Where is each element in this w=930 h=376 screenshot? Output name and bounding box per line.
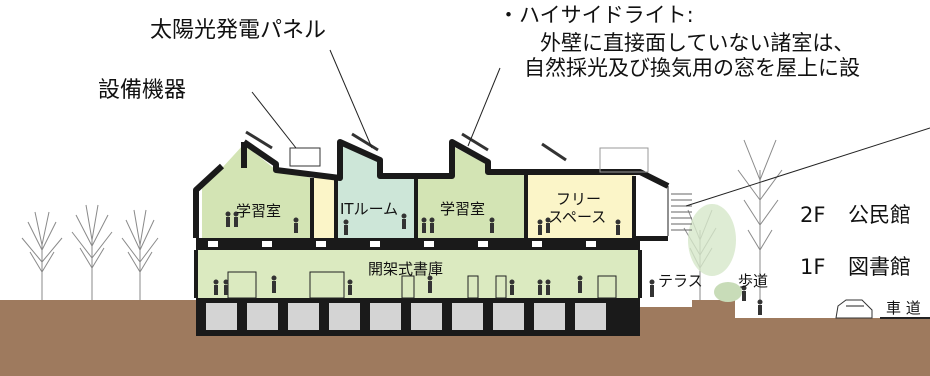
floor-1f-name: 図書館 bbox=[848, 255, 911, 279]
equipment-label: 設備機器 bbox=[98, 78, 186, 103]
roof-structure-right bbox=[599, 147, 649, 173]
sidewalk-label: 歩道 bbox=[738, 272, 768, 290]
floor-slab-2f bbox=[196, 238, 640, 250]
highside-title: ・ハイサイドライト: bbox=[498, 3, 694, 27]
floor-2f: 2F bbox=[800, 203, 825, 227]
room-label-it: ITルーム bbox=[340, 200, 398, 218]
study-room-2-area bbox=[416, 146, 526, 238]
room-label-free-2: スペース bbox=[548, 208, 606, 226]
solar-panels bbox=[245, 130, 567, 162]
interior-walls bbox=[194, 174, 642, 298]
solar-panel-label: 太陽光発電パネル bbox=[150, 18, 326, 43]
roadway-label: 車 道 bbox=[886, 299, 921, 317]
trees-left bbox=[21, 204, 159, 300]
floor-2f-name: 公民館 bbox=[848, 203, 911, 227]
floor-1f: 1F bbox=[800, 255, 825, 279]
slab-cells bbox=[208, 241, 596, 247]
foundation-cells bbox=[206, 303, 606, 330]
leader-lines bbox=[251, 49, 930, 207]
shrub bbox=[688, 204, 736, 276]
people bbox=[213, 211, 763, 315]
highside-line-1: 外壁に直接面していない諸室は、 bbox=[540, 31, 854, 55]
corridor-yellow bbox=[312, 178, 336, 238]
it-room-upper bbox=[342, 143, 380, 178]
ground bbox=[0, 300, 930, 376]
car-icon bbox=[835, 299, 873, 319]
shrub bbox=[714, 282, 742, 302]
room-label-study-1: 学習室 bbox=[236, 202, 281, 220]
open-stacks-area bbox=[196, 250, 640, 298]
louvers bbox=[671, 193, 692, 231]
highside-line-2: 自然採光及び換気用の窓を屋上に設 bbox=[524, 56, 860, 80]
equipment-unit bbox=[289, 147, 321, 167]
overhang-2f bbox=[634, 236, 668, 241]
room-label-study-2: 学習室 bbox=[440, 200, 485, 218]
room-label-stacks: 開架式書庫 bbox=[368, 260, 443, 278]
room-label-free-1: フリー bbox=[556, 190, 601, 208]
roof-structure bbox=[193, 139, 670, 238]
terrace-label: テラス bbox=[658, 272, 703, 290]
